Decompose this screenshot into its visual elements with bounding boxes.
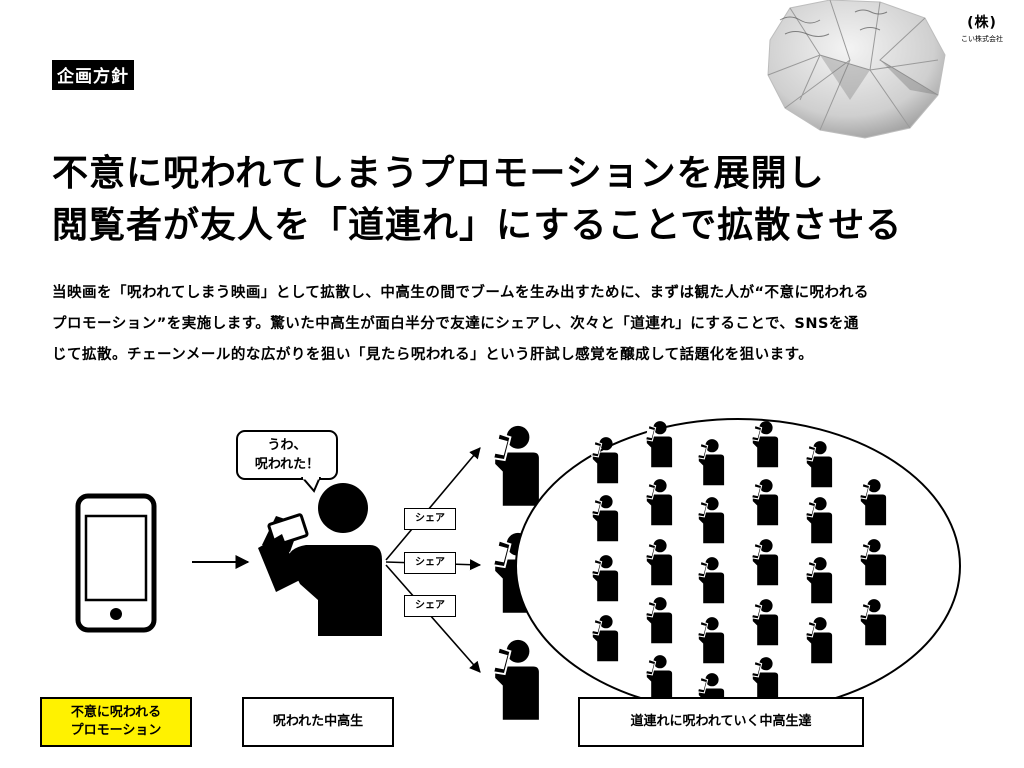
body-line-1: 当映画を「呪われてしまう映画」として拡散し、中高生の間でブームを生み出すために、… bbox=[52, 285, 869, 301]
section-tag: 企画方針 bbox=[52, 60, 134, 90]
promotion-label-line-1: 不意に呪われる bbox=[70, 705, 162, 720]
cursed-student-icon bbox=[258, 483, 382, 636]
speech-line-1: うわ、 bbox=[267, 438, 307, 453]
cursed-student-label: 呪われた中高生 bbox=[242, 697, 394, 747]
company-logo: (株) こい株式会社 bbox=[952, 12, 1012, 44]
logo-mark: (株) bbox=[967, 15, 997, 31]
followers-label: 道連れに呪われていく中高生達 bbox=[578, 697, 864, 747]
share-label-bottom: シェア bbox=[404, 595, 456, 617]
speech-line-2: 呪われた！ bbox=[254, 457, 320, 472]
speech-bubble: うわ、 呪われた！ bbox=[236, 430, 338, 480]
body-line-2: プロモーション”を実施します。驚いた中高生が面白半分で友達にシェアし、次々と「道… bbox=[52, 316, 859, 332]
share-label-middle: シェア bbox=[404, 552, 456, 574]
promotion-label-line-2: プロモーション bbox=[70, 723, 162, 738]
speech-bubble-tail bbox=[300, 477, 322, 493]
logo-subtitle: こい株式会社 bbox=[961, 35, 1003, 43]
share-label-top: シェア bbox=[404, 508, 456, 530]
crumpled-paper-image bbox=[767, 0, 946, 139]
headline-line-1: 不意に呪われてしまうプロモーションを展開し bbox=[52, 153, 825, 194]
promotion-label: 不意に呪われる プロモーション bbox=[40, 697, 192, 747]
body-line-3: じて拡散。チェーンメール的な広がりを狙い「見たら呪われる」という肝試し感覚を醸成… bbox=[52, 347, 814, 363]
smartphone-icon bbox=[75, 493, 157, 633]
crowd-ellipse bbox=[515, 418, 961, 714]
headline-line-2: 閲覧者が友人を「道連れ」にすることで拡散させる bbox=[52, 205, 903, 246]
